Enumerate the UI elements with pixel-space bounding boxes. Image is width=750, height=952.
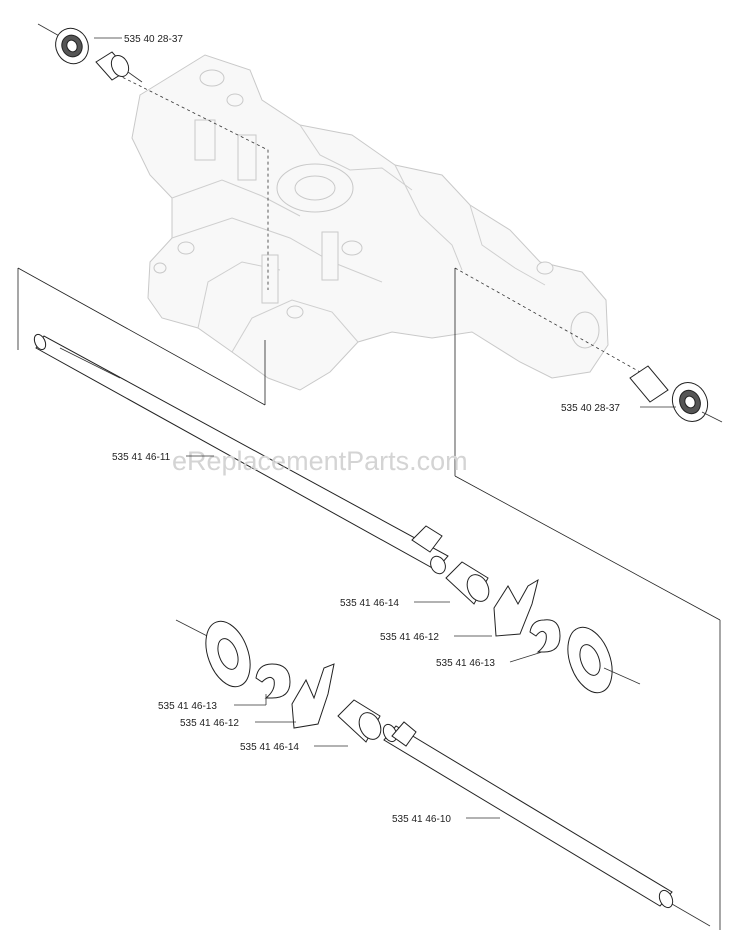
callout-seal-right-label: 535 40 28-37 [561,403,620,414]
callout-bushing-upper-label: 535 41 46-14 [340,598,399,609]
alignment-line-upper [111,71,269,290]
callout-axle-lower-label: 535 41 46-10 [392,814,451,825]
callout-fork-lower: 535 41 46-12 [180,718,296,729]
callout-bushing-upper: 535 41 46-14 [340,598,450,609]
callout-fork-upper: 535 41 46-12 [380,632,492,643]
washer-upper [529,619,561,653]
assembly-frame [17,267,721,930]
bushing-top [95,51,143,83]
gear-right [567,626,641,694]
alignment-line-right [454,267,641,373]
callout-washer-upper: 535 41 46-13 [436,651,543,669]
fork-upper [493,578,539,637]
axle-lower [382,721,711,927]
callout-axle-lower: 535 41 46-10 [392,814,500,825]
seal-right [629,365,723,423]
watermark: eReplacementParts.com [172,446,468,476]
callout-fork-lower-label: 535 41 46-12 [180,718,239,729]
callout-axle-upper-label: 535 41 46-11 [112,452,171,463]
axle-upper [33,333,449,575]
callout-bushing-lower-label: 535 41 46-14 [240,742,299,753]
transmission-housing [131,54,609,391]
fork-lower [291,663,335,729]
gear-left [175,619,251,688]
callout-seal-right: 535 40 28-37 [561,403,676,414]
callout-seal-top: 535 40 28-37 [94,34,183,45]
callout-bushing-lower: 535 41 46-14 [240,742,348,753]
callout-washer-lower-label: 535 41 46-13 [158,701,217,712]
bushing-upper [445,561,490,605]
seal-top [37,23,89,65]
callout-washer-lower: 535 41 46-13 [158,694,267,712]
callout-washer-upper-label: 535 41 46-13 [436,658,495,669]
bushing-lower [337,699,382,743]
callout-fork-upper-label: 535 41 46-12 [380,632,439,643]
washer-lower [255,663,291,699]
callout-seal-top-label: 535 40 28-37 [124,34,183,45]
callout-axle-upper: 535 41 46-11 [112,452,214,463]
